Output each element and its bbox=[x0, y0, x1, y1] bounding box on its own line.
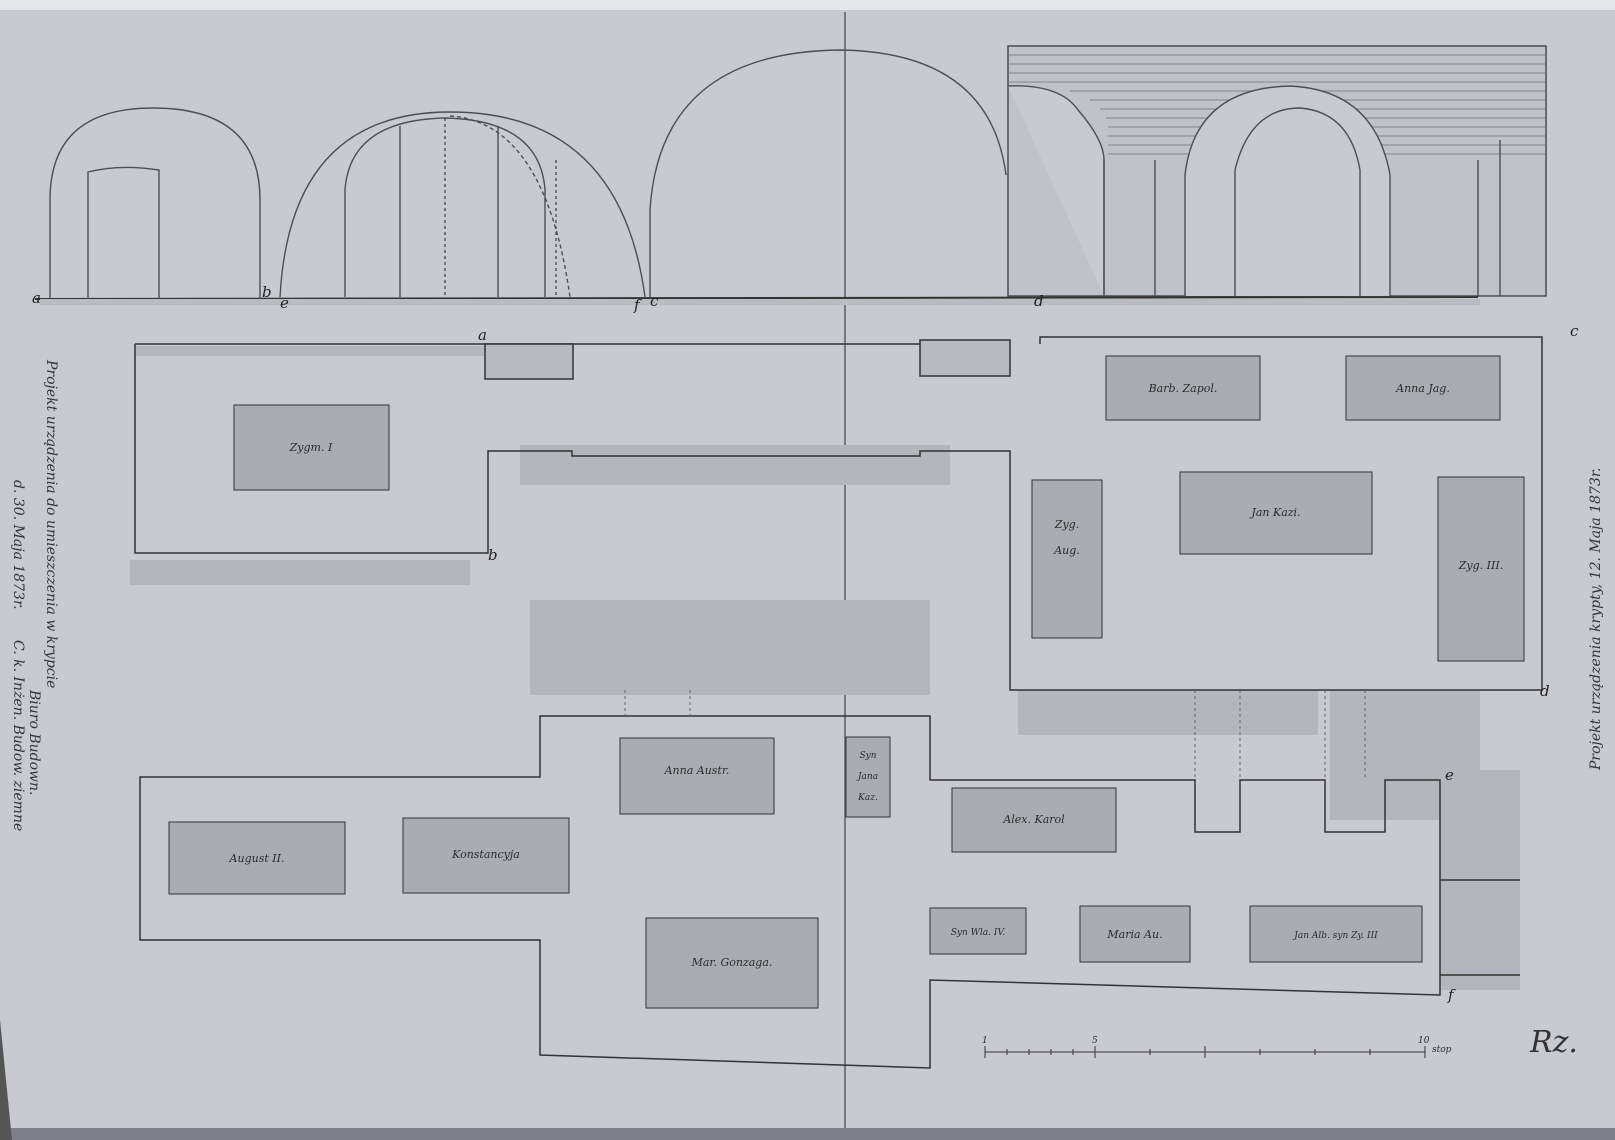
coffin-konstancyja: Konstancyja bbox=[402, 817, 570, 894]
section-elevation bbox=[34, 45, 1547, 305]
niche-top-2 bbox=[919, 339, 1011, 377]
paper-bottom-shadow bbox=[0, 1128, 1615, 1140]
left-margin-notes: Projekt urządzenia do umieszczenia w kry… bbox=[10, 359, 59, 831]
coffin-barb-zapol: Barb. Zapol. bbox=[1105, 355, 1261, 421]
left-note-4: C. k. Inżen. Budow. ziemne bbox=[10, 640, 26, 831]
svg-text:Maria Au.: Maria Au. bbox=[1106, 928, 1162, 941]
svg-text:Jan Alb. syn Zy. III: Jan Alb. syn Zy. III bbox=[1292, 931, 1378, 941]
coffin-august-2: August II. bbox=[168, 821, 346, 895]
section-letter-f: f bbox=[633, 296, 642, 314]
signature: Rz. bbox=[1529, 1025, 1578, 1060]
left-note-2: Biuro Budown. bbox=[26, 689, 42, 796]
svg-text:Mar. Gonzaga.: Mar. Gonzaga. bbox=[691, 956, 773, 969]
section-letters: a b e f c d bbox=[32, 283, 1044, 314]
niche-top-1 bbox=[484, 343, 574, 380]
section-letter-d: d bbox=[1034, 292, 1044, 310]
section-letter-a: a bbox=[32, 289, 41, 307]
scale-tick-5: 5 bbox=[1092, 1036, 1098, 1046]
svg-text:Kaz.: Kaz. bbox=[857, 793, 878, 803]
room-lower bbox=[139, 715, 1441, 1069]
plan-letter-d: d bbox=[1540, 682, 1550, 700]
arch-ef-outer bbox=[279, 111, 646, 298]
svg-text:Syn: Syn bbox=[859, 751, 876, 761]
coffin-jan-alb: Jan Alb. syn Zy. III bbox=[1249, 905, 1423, 963]
scale-bar bbox=[984, 1046, 1426, 1058]
coffin-mar-gonzaga: Mar. Gonzaga. bbox=[645, 917, 819, 1009]
svg-text:Zygm. I: Zygm. I bbox=[289, 441, 333, 454]
svg-text:Konstancyja: Konstancyja bbox=[451, 848, 520, 861]
svg-text:Alex. Karol: Alex. Karol bbox=[1002, 813, 1065, 826]
plan-letter-e: e bbox=[1445, 766, 1454, 784]
svg-text:Anna Jag.: Anna Jag. bbox=[1395, 382, 1450, 395]
section-letter-e: e bbox=[280, 294, 289, 312]
plan-letter-b: b bbox=[488, 546, 498, 564]
left-note-3: d. 30. Maja 1873r. bbox=[10, 480, 26, 610]
coffin-zyg-3: Zyg. III. bbox=[1437, 476, 1525, 662]
paper-top-edge bbox=[0, 0, 1615, 10]
svg-text:Jan Kazi.: Jan Kazi. bbox=[1249, 506, 1300, 519]
section-base-shadow bbox=[40, 299, 1480, 305]
svg-text:Zyg. III.: Zyg. III. bbox=[1458, 559, 1503, 572]
svg-text:Zyg.: Zyg. bbox=[1054, 518, 1079, 531]
section-baseline bbox=[34, 296, 1479, 300]
coffin-syn-jana-kaz: Syn Jana Kaz. bbox=[845, 736, 891, 818]
svg-text:Jana: Jana bbox=[856, 772, 878, 782]
svg-text:August II.: August II. bbox=[229, 852, 285, 865]
section-letter-b: b bbox=[262, 283, 272, 301]
scale-tick-10: 10 bbox=[1418, 1036, 1430, 1046]
arch-ef-dashed bbox=[449, 115, 571, 298]
coffin-jan-kazi: Jan Kazi. bbox=[1179, 471, 1373, 555]
coffin-maria-au: Maria Au. bbox=[1079, 905, 1191, 963]
coffin-zygm-1: Zygm. I bbox=[233, 404, 390, 491]
wall-arch-1 bbox=[1007, 85, 1105, 296]
right-margin-notes: Projekt urządzenia krypty, 12. Maja 1873… bbox=[1588, 468, 1604, 771]
scale-tick-0: 1 bbox=[982, 1036, 988, 1046]
plan-letters: a b c d e f bbox=[478, 322, 1579, 1004]
coffin-anna-jag: Anna Jag. bbox=[1345, 355, 1501, 421]
svg-text:Anna Austr.: Anna Austr. bbox=[664, 764, 730, 777]
coffin-alex-karol: Alex. Karol bbox=[951, 787, 1117, 853]
coffin-zyg-aug: Zyg. Aug. bbox=[1031, 479, 1103, 639]
svg-text:Aug.: Aug. bbox=[1053, 544, 1080, 557]
svg-text:Barb. Zapol.: Barb. Zapol. bbox=[1148, 382, 1218, 395]
section-letter-c: c bbox=[650, 292, 659, 310]
scale-unit: stop bbox=[1432, 1045, 1452, 1055]
plan-walls bbox=[134, 336, 1543, 1069]
svg-text:Syn Wla. IV.: Syn Wla. IV. bbox=[951, 928, 1006, 938]
coffins: Zygm. I Barb. Zapol. Anna Jag. Zyg. Aug.… bbox=[168, 355, 1525, 1009]
right-note-1: Projekt urządzenia krypty, 12. Maja 1873… bbox=[1588, 468, 1604, 771]
coffin-syn-wla-4: Syn Wla. IV. bbox=[929, 907, 1027, 955]
plan-letter-a: a bbox=[478, 326, 487, 344]
plan-dashed-lines bbox=[624, 690, 1366, 780]
plan-letter-f: f bbox=[1447, 986, 1456, 1004]
paper-corner-tear bbox=[0, 1020, 12, 1140]
plan-letter-c: c bbox=[1570, 322, 1579, 340]
coffin-anna-austr: Anna Austr. bbox=[619, 737, 775, 815]
niche-ab bbox=[87, 166, 160, 299]
wall-arch-2-inner bbox=[1234, 107, 1361, 296]
arch-ab bbox=[49, 107, 261, 299]
arch-cd bbox=[649, 49, 1007, 297]
left-note-1: Projekt urządzenia do umieszczenia w kry… bbox=[43, 359, 59, 688]
